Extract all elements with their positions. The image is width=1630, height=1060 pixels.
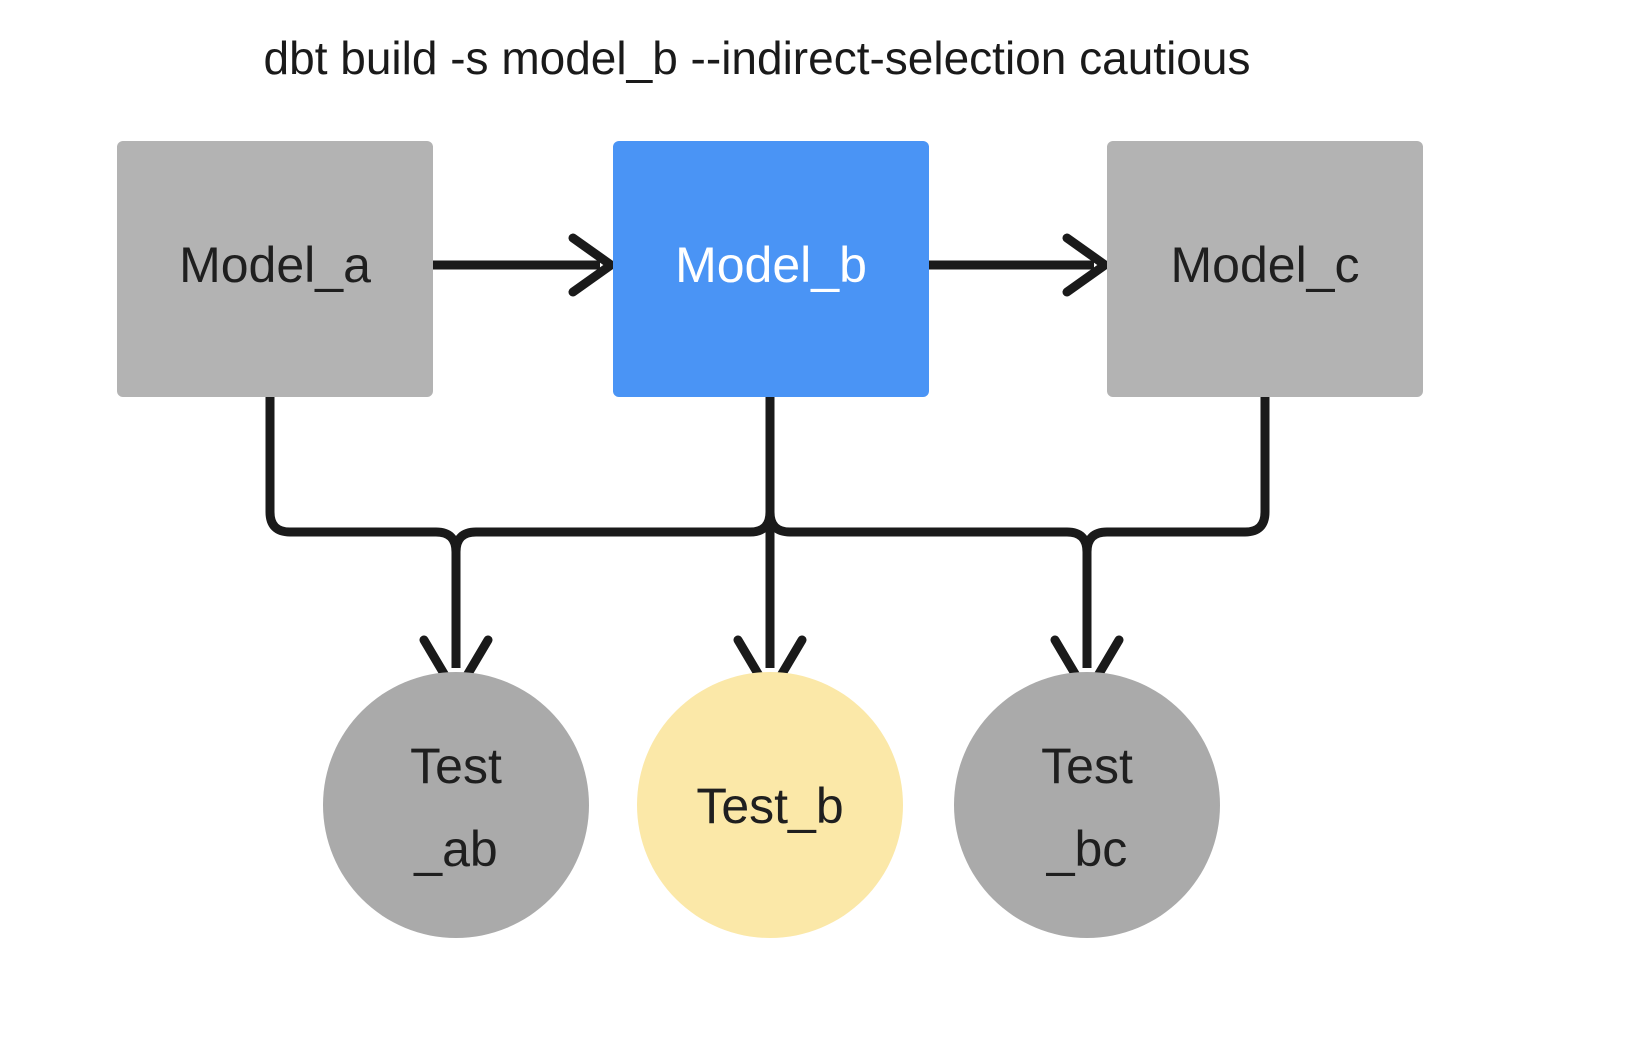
test-ab-label-line-2: _ab xyxy=(413,821,497,877)
node-model-c[interactable]: Model_c xyxy=(1107,141,1423,397)
node-model-b[interactable]: Model_b xyxy=(613,141,929,397)
test-bc-label-line-2: _bc xyxy=(1046,821,1128,877)
node-test-ab[interactable]: Test _ab xyxy=(323,672,589,938)
edge-model-b-to-test-ab xyxy=(451,397,775,553)
test-b-shape[interactable] xyxy=(637,672,903,938)
diagram-title: dbt build -s model_b --indirect-selectio… xyxy=(264,32,1251,84)
test-bc-shape[interactable] xyxy=(954,672,1220,938)
model-c-shape[interactable] xyxy=(1107,141,1423,397)
model-a-label: Model_a xyxy=(179,237,371,293)
node-test-bc[interactable]: Test _bc xyxy=(954,672,1220,938)
edge-model-c-to-test-bc xyxy=(1050,397,1270,699)
model-c-label: Model_c xyxy=(1171,237,1360,293)
test-ab-label-line-1: Test xyxy=(410,738,502,794)
edge-model-b-to-model-c xyxy=(929,233,1110,297)
model-b-label: Model_b xyxy=(675,237,867,293)
model-b-shape[interactable] xyxy=(613,141,929,397)
edge-model-b-to-test-bc xyxy=(765,397,1092,553)
edge-model-a-to-model-b xyxy=(433,233,616,297)
test-ab-shape[interactable] xyxy=(323,672,589,938)
test-bc-label-line-1: Test xyxy=(1041,738,1133,794)
test-b-label-line-1: Test_b xyxy=(696,778,843,834)
node-model-a[interactable]: Model_a xyxy=(117,141,433,397)
node-test-b[interactable]: Test_b xyxy=(637,672,903,938)
model-a-shape[interactable] xyxy=(117,141,433,397)
